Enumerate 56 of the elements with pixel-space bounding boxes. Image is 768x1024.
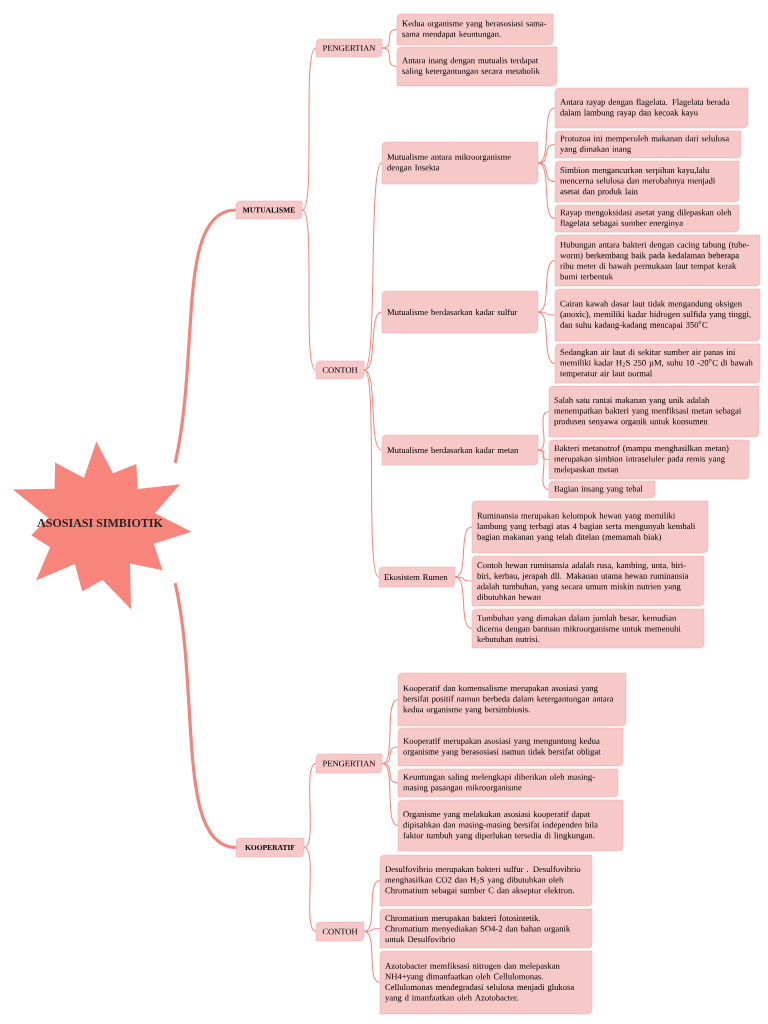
note-box: Desulfovibrio merupakan bakteri sulfur . Desulfovibrio menghasilkan CO2 dan H$_{2}$S yang dibutuhkan oleh Chromatium sebagai sumber C dan akseptor elektron. xyxy=(379,854,593,907)
note-box: Kedua organisme yang berasosiasi sama-sama mendapat keuntungan. xyxy=(396,13,554,46)
topic-box: CONTOH xyxy=(315,360,365,380)
connector xyxy=(363,931,381,983)
note-box: Salah satu rantai makanan yang unik adalah menempatkan bakteri yang menfiksasi metan sebagai produsen senyawa organik untuk konsumen xyxy=(548,385,760,438)
connector xyxy=(537,449,550,460)
note-box: Sedangkan air laut di sekitar sumber air panas ini memiliki kadar H$_{2}$S 250 µM, suhu 10 -20$^{o}$C di bawah temperatur air laut normal xyxy=(554,343,761,384)
connector xyxy=(381,763,399,826)
note-box: Contoh hewan ruminansia adalah rusa, kambing, unta, biri-biri, kerbau, jerapah dll. Makanan utama hewan ruminansia adalah tumbuhan, yang secara umum miskin nutrien yang dibutuhkan hewan xyxy=(471,555,705,607)
connector xyxy=(303,763,317,848)
note-box: Antara rayap dengan flagelata. Flagelata berada dalam lambung rayap dan kecoak kayu xyxy=(554,87,749,129)
connector xyxy=(454,576,473,582)
note-box: Protozoa ini memperoleh makanan dari selulosa yang dimakan inang xyxy=(554,130,742,159)
connector xyxy=(454,576,473,629)
note-box: Rayap mengoksidasi asetat yang dilepaskan oleh flagelata sebagai sumber energinya xyxy=(554,204,740,233)
note-box: Kooperatif merupakan asosiasi yang menguntung kedua organisme yang berasosiasi namun tidak bersifat obligat xyxy=(397,727,624,767)
note-box: Tumbuhan yang dimakan dalam jumlah besar, kemudian dicerna dengan bantuan mikroorganisme untuk memenuhi kebutuhan nutrisi. xyxy=(471,608,705,649)
note-box: Mutualisme berdasarkan kadar sulfur xyxy=(381,290,539,334)
note-box: Kooperatif dan komensalisme merupakan asosiasi yang bersifat positif namun berbeda dalam ketergantungan antara kedua organisme yang bersimbiosis. xyxy=(397,672,627,727)
topic-box: PENGERTIAN xyxy=(315,753,383,774)
topic-box: PENGERTIAN xyxy=(315,38,383,58)
note-box: Azotobacter memfiksasi nitrogen dan melepaskan NH4+yang dimanfaatkan oleh Cellulomonas. Cellulomonas mendegradasi selulosa menjadi glukosa yang d imanfaatkan oleh Azotobacter. xyxy=(379,950,593,1015)
connector xyxy=(363,162,383,371)
note-box: Antara inang dengan mutualis terdapat saling ketergantungan secara metabolik xyxy=(396,46,558,87)
note-box: Mutualisme berdasarkan kadar metan xyxy=(381,434,539,466)
note-box: Organisme yang melakukan asosiasi kooperatif dapat dipisahkan dan masing-masing bersifat independen bila faktor tumbuh yang diperlukan tersedia di lingkungan. xyxy=(397,799,624,852)
connector xyxy=(363,369,380,578)
connector xyxy=(381,47,398,67)
note-box: Ekosistem Rumen xyxy=(378,566,456,588)
connector xyxy=(537,144,556,164)
connector xyxy=(537,162,556,182)
note-box: Chromatium merupakan bakteri fotosintetik. Chromatium menyediakan SO4-2 dan bahan organik untuk Desulfovibrio xyxy=(379,908,593,949)
note-box: Cairan kawah dasar laut tidak mengandung oksigen (anoxic), memiliki kadar hidrogen sulfida yang tinggi, dan suhu kadang-kadang mencapai 350$^{o}$C xyxy=(554,288,761,342)
connector xyxy=(363,369,383,451)
connector xyxy=(303,847,317,932)
connector xyxy=(537,311,556,316)
connector xyxy=(537,311,556,364)
note-box: Keuntungan saling melengkapi diberikan oleh masing-masing pasangan mikroorganisme xyxy=(397,768,619,798)
connector xyxy=(173,582,237,850)
note-box: Hubungan antara bakteri dengan cacing tabung (tube-worm) berkembang baik pada kedalaman beberapa ribu meter di bawah permukaan laut tempat kerak bumi terbentuk xyxy=(554,234,761,287)
connector xyxy=(173,208,237,464)
connector xyxy=(537,449,550,490)
connector xyxy=(301,47,317,211)
connector xyxy=(537,162,556,219)
connector xyxy=(363,880,381,932)
topic-box: CONTOH xyxy=(315,921,365,942)
connector xyxy=(363,311,383,371)
note-box: Bakteri metanotrof (mampu menghasilkan metan) merupakan simbion intraseluler pada remis yang melepaskan metan xyxy=(548,439,750,480)
note-box: Simbion mengancurkan serpihan kayu,lalu mencerna selulosa dan merobahnya menjadi asetat dan produk lain xyxy=(554,160,740,203)
note-box: Bagian insang yang tebal xyxy=(548,480,656,499)
connector xyxy=(381,29,398,49)
connector xyxy=(381,699,399,764)
connector xyxy=(537,107,556,164)
connector xyxy=(301,209,317,371)
note-box: Ruminansia merupakan kelompok hewan yang memiliki lambung yang terbagi atas 4 bagian serta mengunyah kembali bagian makanan yang telah ditelan (memamah biak) xyxy=(471,500,709,554)
note-box: Mutualisme antara mikroorganisme dengan Insekta xyxy=(381,141,539,185)
